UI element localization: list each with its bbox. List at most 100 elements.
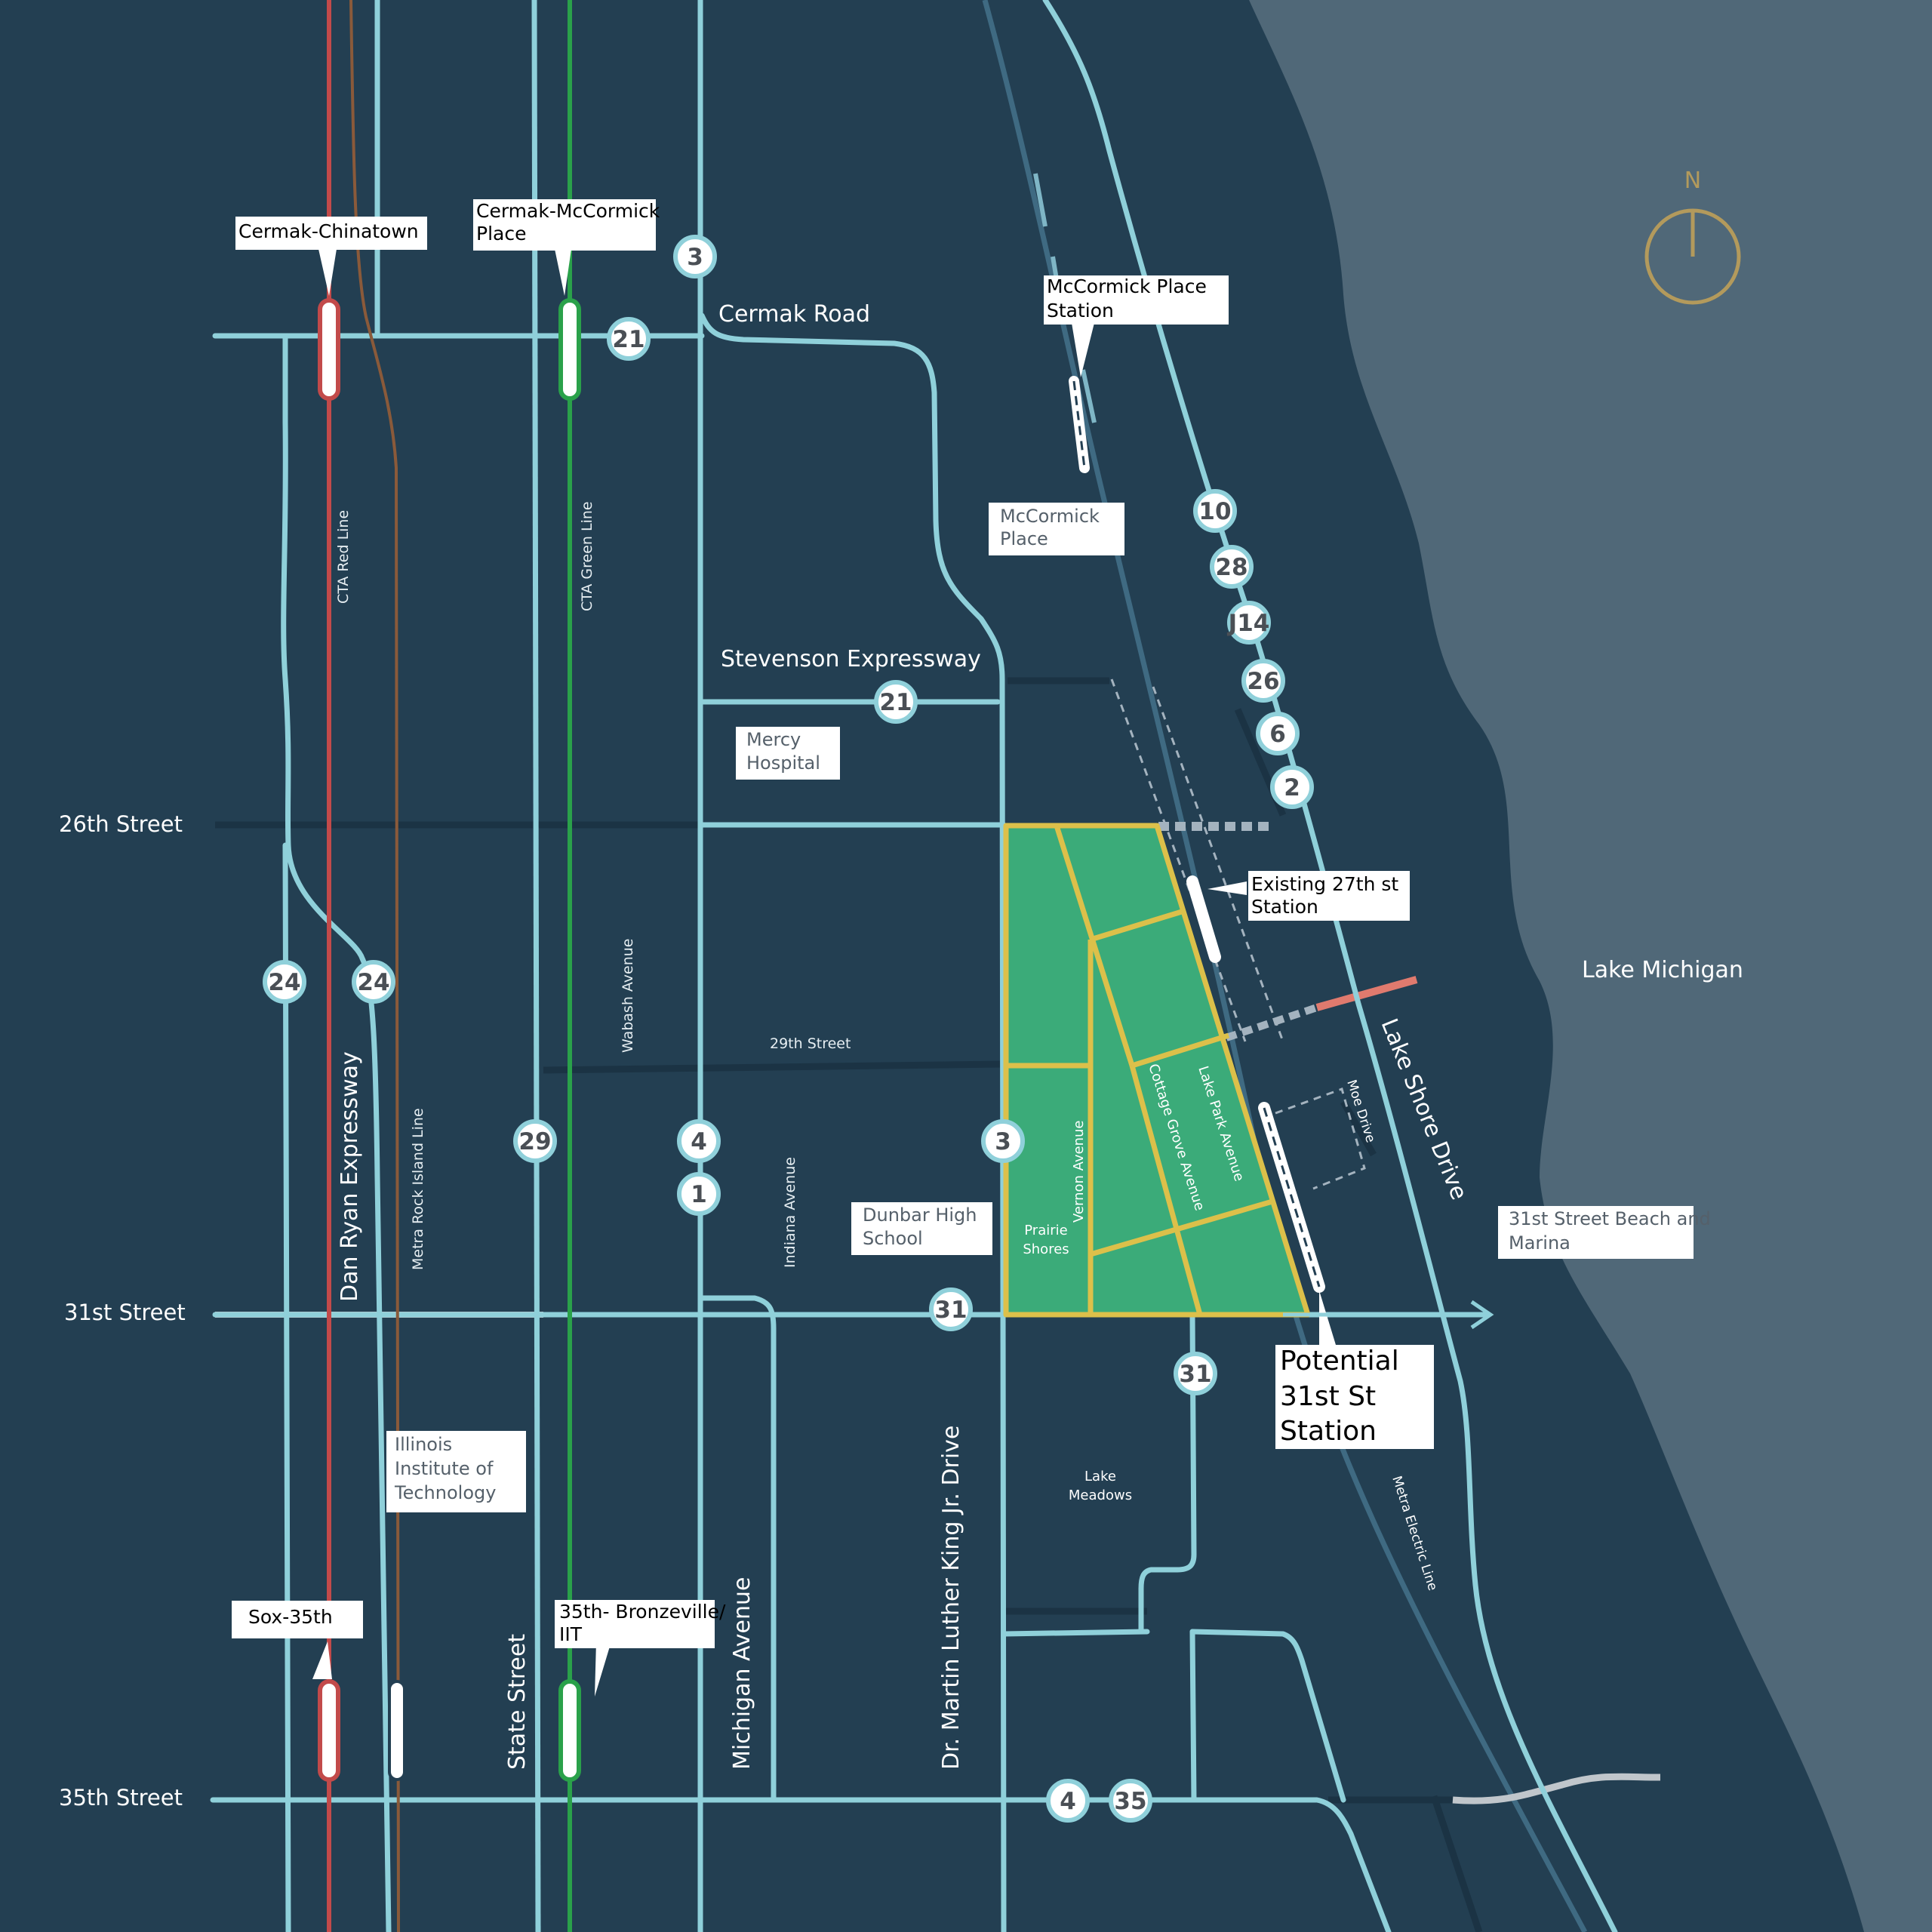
station-sox-35th: Sox-35th bbox=[232, 1601, 363, 1638]
svg-text:4: 4 bbox=[691, 1128, 707, 1155]
svg-text:21: 21 bbox=[612, 326, 645, 353]
bus-route-badges: 3 21 21 10 28 J14 26 6 bbox=[263, 235, 1314, 1823]
label-prairie-shores-1: Prairie bbox=[1024, 1223, 1067, 1238]
svg-text:28: 28 bbox=[1215, 554, 1247, 581]
street-labels: 26th Street 31st Street 35th Street Cerm… bbox=[59, 301, 981, 1810]
station-existing-27th: Existing 27th st Station bbox=[1248, 871, 1410, 921]
north-compass-icon: N bbox=[1644, 168, 1741, 305]
label-indiana: Indiana Avenue bbox=[782, 1157, 798, 1268]
svg-text:Illinois: Illinois bbox=[395, 1434, 452, 1455]
station-potential-31st: Potential 31st St Station bbox=[1275, 1345, 1434, 1449]
label-vernon: Vernon Avenue bbox=[1071, 1120, 1087, 1223]
svg-text:Existing 27th st: Existing 27th st bbox=[1251, 873, 1398, 895]
bus-route-3-mlk: 3 bbox=[981, 1119, 1025, 1163]
svg-text:J14: J14 bbox=[1227, 610, 1270, 637]
svg-text:3: 3 bbox=[995, 1128, 1011, 1155]
svg-text:McCormick: McCormick bbox=[1000, 506, 1100, 527]
bus-route-31-west: 31 bbox=[929, 1287, 973, 1331]
svg-text:21: 21 bbox=[879, 689, 912, 716]
label-26th-street: 26th Street bbox=[59, 811, 183, 837]
bus-route-4-north: 4 bbox=[677, 1119, 721, 1163]
metra-rock-island-track bbox=[349, 0, 400, 1932]
bus-route-28: 28 bbox=[1210, 545, 1254, 589]
svg-text:31st Street Beach and: 31st Street Beach and bbox=[1509, 1208, 1711, 1229]
label-cta-green-line: CTA Green Line bbox=[579, 501, 595, 611]
bus-route-26: 26 bbox=[1241, 659, 1285, 703]
callout-pointers bbox=[312, 249, 1336, 1697]
north-label: N bbox=[1684, 168, 1701, 194]
svg-text:26: 26 bbox=[1247, 668, 1279, 695]
label-wabash: Wabash Avenue bbox=[620, 939, 636, 1054]
label-dan-ryan: Dan Ryan Expressway bbox=[337, 1051, 363, 1302]
svg-text:31: 31 bbox=[1179, 1361, 1211, 1388]
svg-text:Station: Station bbox=[1251, 896, 1318, 918]
svg-text:School: School bbox=[863, 1228, 923, 1249]
proposed-link bbox=[1315, 976, 1418, 1011]
label-lake-meadows-1: Lake bbox=[1084, 1469, 1116, 1484]
svg-text:10: 10 bbox=[1198, 498, 1231, 525]
dashed-connectors bbox=[1110, 678, 1366, 1190]
svg-text:24: 24 bbox=[268, 969, 300, 996]
label-state-street: State Street bbox=[504, 1634, 531, 1770]
bus-route-4-south: 4 bbox=[1046, 1779, 1090, 1823]
main-roads bbox=[210, 0, 1618, 1932]
beach-arrow bbox=[1283, 1300, 1494, 1330]
svg-text:3: 3 bbox=[687, 244, 703, 271]
label-stevenson: Stevenson Expressway bbox=[721, 646, 981, 672]
station-pills bbox=[318, 298, 1325, 1782]
station-cermak-chinatown: Cermak-Chinatown bbox=[235, 217, 427, 250]
station-35th-bronzeville: 35th- Bronzeville/ IIT bbox=[555, 1600, 726, 1648]
minor-streets bbox=[215, 677, 1483, 1932]
bus-route-1: 1 bbox=[677, 1172, 721, 1216]
label-lake-meadows-2: Meadows bbox=[1069, 1487, 1132, 1503]
label-35th-street: 35th Street bbox=[59, 1785, 183, 1810]
svg-text:35th- Bronzeville/: 35th- Bronzeville/ bbox=[559, 1601, 726, 1623]
place-dunbar: Dunbar High School bbox=[851, 1202, 992, 1255]
bus-route-2: 2 bbox=[1270, 765, 1314, 809]
label-metra-rock-island: Metra Rock Island Line bbox=[410, 1108, 426, 1270]
svg-text:4: 4 bbox=[1060, 1788, 1076, 1815]
svg-text:35: 35 bbox=[1114, 1788, 1146, 1815]
bus-route-21-stevenson: 21 bbox=[874, 680, 918, 724]
label-prairie-shores-2: Shores bbox=[1023, 1241, 1069, 1257]
bus-route-29: 29 bbox=[513, 1119, 557, 1163]
station-callouts: Cermak-Chinatown Cermak-McCormick Place … bbox=[232, 199, 1434, 1648]
station-cermak-mccormick: Cermak-McCormick Place bbox=[473, 199, 660, 251]
svg-text:Mercy: Mercy bbox=[746, 729, 801, 750]
svg-text:Sox-35th: Sox-35th bbox=[248, 1606, 333, 1628]
bus-route-3-north: 3 bbox=[673, 235, 717, 278]
neighborhood-labels: Prairie Shores Lake Meadows bbox=[1023, 1223, 1132, 1503]
bus-route-21-cermak: 21 bbox=[607, 317, 651, 361]
bus-route-6: 6 bbox=[1256, 712, 1300, 755]
svg-text:31: 31 bbox=[934, 1297, 967, 1324]
bus-route-j14: J14 bbox=[1227, 601, 1271, 645]
bus-route-31-east: 31 bbox=[1174, 1352, 1217, 1395]
place-mccormick: McCormick Place bbox=[989, 503, 1124, 555]
svg-text:Technology: Technology bbox=[394, 1482, 496, 1503]
svg-text:Place: Place bbox=[1000, 528, 1048, 549]
label-michigan-avenue: Michigan Avenue bbox=[729, 1577, 755, 1770]
svg-text:24: 24 bbox=[357, 969, 389, 996]
label-29th-street: 29th Street bbox=[770, 1035, 851, 1052]
bus-route-24-west: 24 bbox=[263, 960, 306, 1004]
svg-text:Marina: Marina bbox=[1509, 1232, 1571, 1254]
svg-text:Place: Place bbox=[476, 223, 526, 245]
svg-text:31st St: 31st St bbox=[1280, 1381, 1376, 1412]
place-mercy-hospital: Mercy Hospital bbox=[736, 727, 840, 780]
bus-route-35: 35 bbox=[1109, 1779, 1152, 1823]
place-31st-beach: 31st Street Beach and Marina bbox=[1498, 1206, 1711, 1259]
label-cta-red-line: CTA Red Line bbox=[335, 510, 352, 604]
svg-text:Station: Station bbox=[1047, 300, 1114, 321]
svg-text:IIT: IIT bbox=[559, 1623, 583, 1645]
svg-text:Potential: Potential bbox=[1280, 1346, 1399, 1377]
bus-route-10: 10 bbox=[1193, 489, 1237, 533]
label-mlk-drive: Dr. Martin Luther King Jr. Drive bbox=[938, 1426, 964, 1770]
svg-text:Hospital: Hospital bbox=[746, 752, 820, 774]
svg-text:1: 1 bbox=[691, 1181, 707, 1208]
svg-text:Cermak-McCormick: Cermak-McCormick bbox=[476, 200, 660, 222]
station-mccormick-place: McCormick Place Station bbox=[1044, 275, 1229, 325]
lake-michigan bbox=[1249, 0, 1932, 1932]
place-callouts: McCormick Place Mercy Hospital Dunbar Hi… bbox=[386, 503, 1711, 1512]
label-lake-michigan: Lake Michigan bbox=[1582, 957, 1743, 983]
